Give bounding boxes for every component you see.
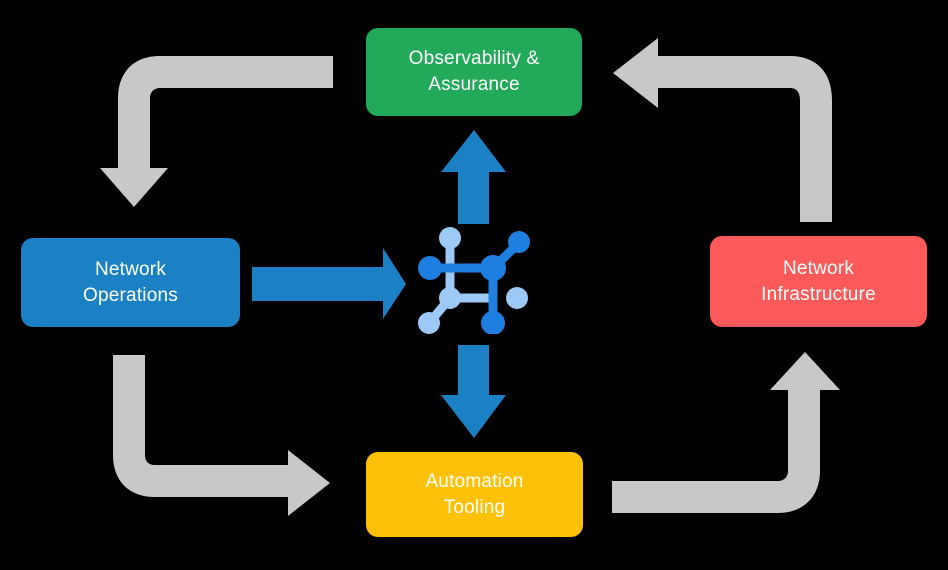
node-label-network-operations: Network Operations	[83, 258, 178, 306]
node-box-network-infrastructure[interactable]: Network Infrastructure	[710, 236, 927, 327]
node-box-automation-tooling[interactable]: Automation Tooling	[366, 452, 583, 537]
node-box-observability[interactable]: Observability & Assurance	[366, 28, 582, 116]
arrow-infrastructure-to-observability	[613, 38, 832, 222]
arrow-observability-to-operations	[100, 56, 333, 207]
node-label-network-infrastructure: Network Infrastructure	[761, 257, 876, 305]
node-box-network-operations[interactable]: Network Operations	[21, 238, 240, 327]
network-icon-light-links	[425, 235, 498, 327]
arrow-operations-to-center	[252, 248, 406, 319]
arrow-automation-to-infrastructure	[612, 352, 840, 513]
node-label-observability: Observability & Assurance	[408, 48, 540, 95]
network-topology-icon	[418, 227, 530, 334]
node-label-automation-tooling: Automation Tooling	[425, 470, 524, 518]
network-icon-dark-nodes	[418, 231, 530, 334]
arrow-center-to-automation	[441, 345, 506, 438]
arrow-center-to-observability	[441, 130, 506, 224]
network-icon-light-nodes	[418, 227, 528, 334]
arrow-operations-to-automation	[113, 355, 330, 516]
